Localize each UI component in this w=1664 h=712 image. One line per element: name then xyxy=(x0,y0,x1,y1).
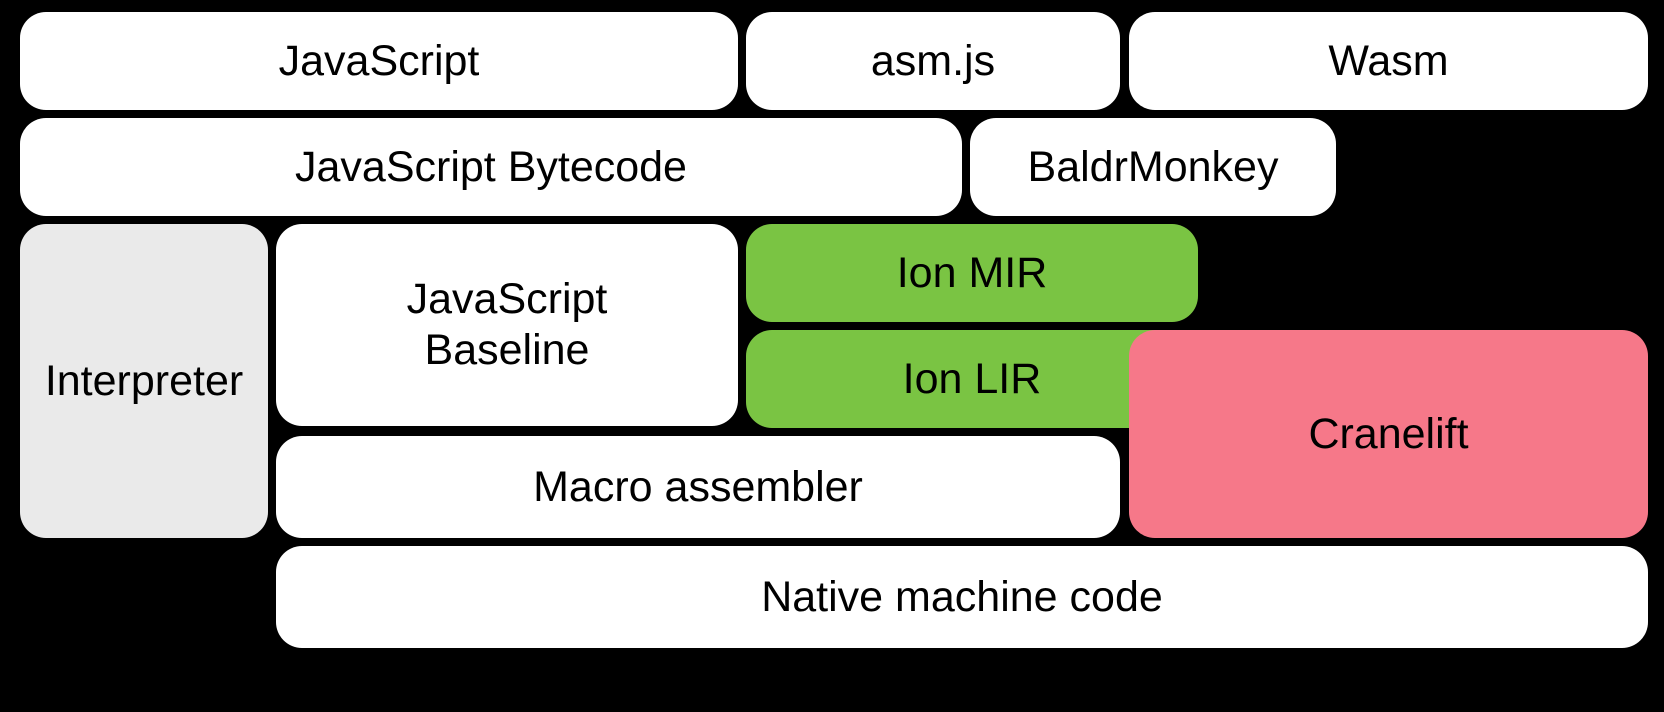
node-cranelift[interactable]: Cranelift xyxy=(1129,330,1648,538)
node-javascript-bytecode[interactable]: JavaScript Bytecode xyxy=(20,118,962,216)
node-javascript-baseline[interactable]: JavaScript Baseline xyxy=(276,224,738,426)
node-asmjs[interactable]: asm.js xyxy=(746,12,1120,110)
node-baldrmonkey[interactable]: BaldrMonkey xyxy=(970,118,1336,216)
node-interpreter[interactable]: Interpreter xyxy=(20,224,268,538)
node-ion-lir[interactable]: Ion LIR xyxy=(746,330,1198,428)
node-ion-mir[interactable]: Ion MIR xyxy=(746,224,1198,322)
node-wasm[interactable]: Wasm xyxy=(1129,12,1648,110)
node-javascript[interactable]: JavaScript xyxy=(20,12,738,110)
node-native-machine-code[interactable]: Native machine code xyxy=(276,546,1648,648)
node-macro-assembler[interactable]: Macro assembler xyxy=(276,436,1120,538)
